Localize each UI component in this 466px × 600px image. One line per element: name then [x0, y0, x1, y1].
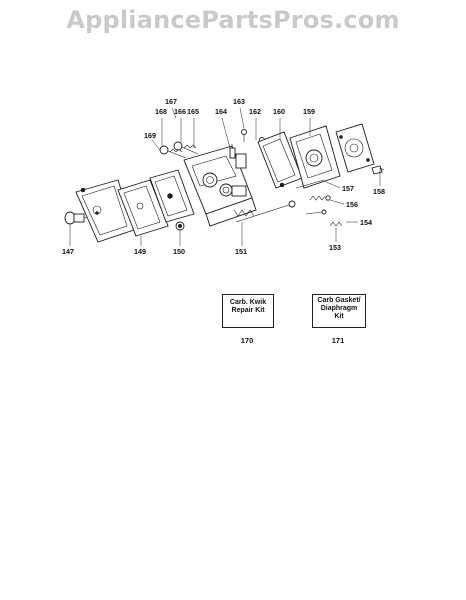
- kit-label-line2: Diaphragm: [320, 305, 358, 312]
- callout-164: 164: [215, 107, 227, 116]
- callout-162: 162: [249, 107, 261, 116]
- callout-156: 156: [346, 200, 358, 209]
- callout-165: 165: [187, 107, 199, 116]
- part-cover-plate[interactable]: [75, 179, 135, 243]
- kit-label-line1: Carb Gasket/: [317, 297, 361, 304]
- part-163-screw[interactable]: [241, 129, 247, 143]
- part-156-spring[interactable]: [309, 195, 331, 201]
- callout-149: 149: [134, 247, 146, 256]
- part-151-shaft[interactable]: [233, 200, 296, 223]
- part-150-check[interactable]: [175, 221, 185, 231]
- callout-160: 160: [273, 107, 285, 116]
- callout-147: 147: [62, 247, 74, 256]
- callout-157: 157: [342, 184, 354, 193]
- part-158-screw[interactable]: [371, 165, 385, 175]
- callout-labels: 147 149 150 151 153 154 156 157 158 159 …: [62, 97, 385, 256]
- callout-158: 158: [373, 187, 385, 196]
- callout-163: 163: [233, 97, 245, 106]
- callout-151: 151: [235, 247, 247, 256]
- callout-153: 153: [329, 243, 341, 252]
- leader-lines: [69, 107, 381, 246]
- part-pump-cover[interactable]: [335, 123, 375, 173]
- part-165-needle[interactable]: [173, 141, 199, 155]
- callout-168: 168: [155, 107, 167, 116]
- kit-label-line2: Repair Kit: [231, 307, 265, 314]
- kit-label-line1: Carb. Kwik: [229, 299, 267, 306]
- callout-166: 166: [174, 107, 186, 116]
- callout-150: 150: [173, 247, 185, 256]
- part-157-lever[interactable]: [295, 179, 325, 189]
- part-149-diaphragm[interactable]: [117, 169, 195, 237]
- callout-169: 169: [144, 131, 156, 140]
- watermark-text: AppliancePartsPros.com: [66, 6, 400, 34]
- part-carburetor-body[interactable]: [183, 145, 257, 227]
- callout-167: 167: [165, 97, 177, 106]
- part-168-needle[interactable]: [159, 145, 187, 159]
- kit-number-171: 171: [331, 336, 345, 345]
- kit-box-gasket-diaphragm[interactable]: Carb Gasket/ Diaphragm Kit: [312, 294, 366, 328]
- part-164-screw[interactable]: [229, 144, 236, 159]
- part-154-pin[interactable]: [305, 209, 327, 215]
- callout-159: 159: [303, 107, 315, 116]
- part-159-diaphragm[interactable]: [289, 125, 341, 189]
- kit-number-170: 170: [240, 336, 254, 345]
- callout-154: 154: [360, 218, 372, 227]
- kit-label-line3: Kit: [334, 313, 344, 320]
- part-153-spring[interactable]: [329, 221, 343, 227]
- kit-box-repair[interactable]: Carb. Kwik Repair Kit: [222, 294, 274, 328]
